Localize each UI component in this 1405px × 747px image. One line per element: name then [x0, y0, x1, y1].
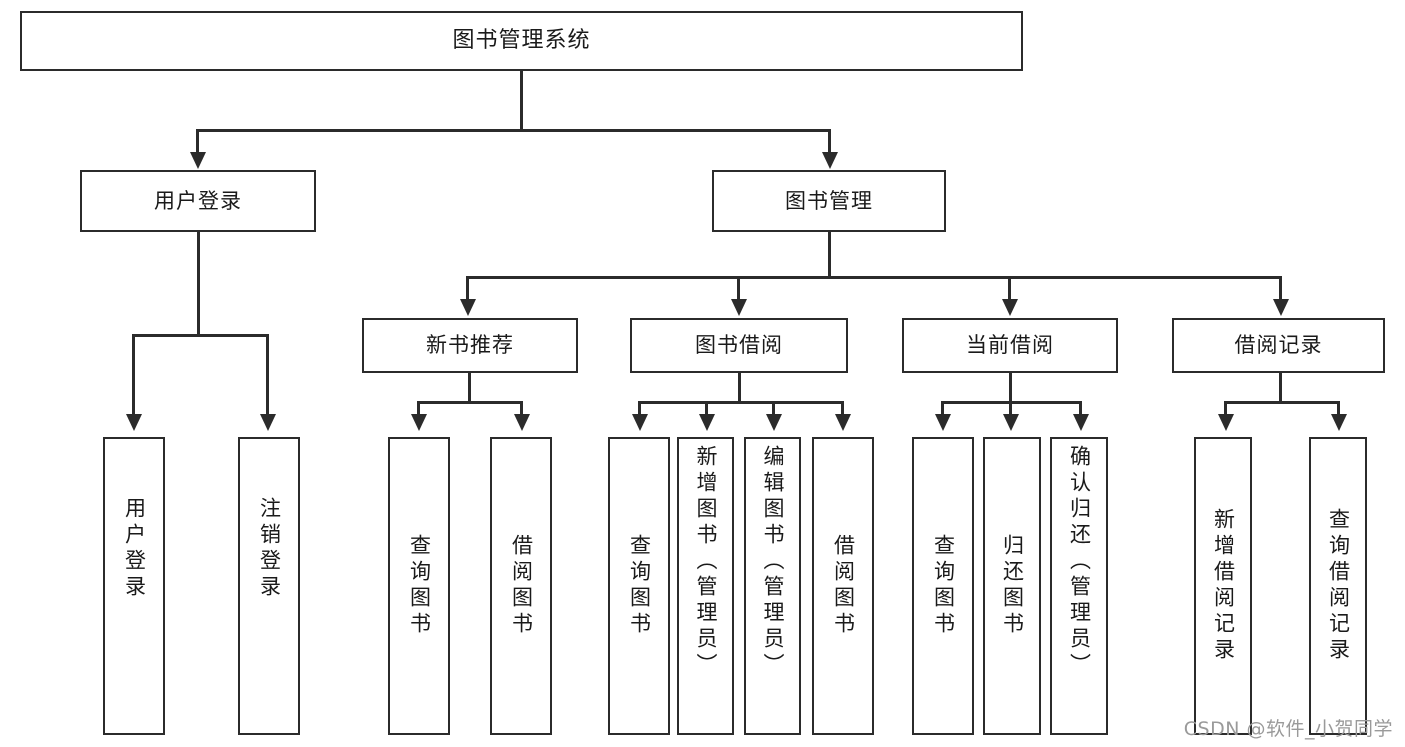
node-label: 图书管理系统: [452, 28, 591, 54]
node-current-borrow[interactable]: 当前借阅: [902, 318, 1118, 373]
node-label: 借阅记录: [1234, 333, 1323, 358]
connector-root-stem: [520, 71, 523, 129]
connector-drop-user-login-leaf1: [132, 334, 135, 416]
leaf-label: 查询借阅记录: [1326, 508, 1351, 664]
arrow-to-book-borrow: [731, 299, 747, 316]
leaf-br-query-record[interactable]: 查询借阅记录: [1309, 437, 1367, 735]
connector-book-management-stem: [828, 232, 831, 278]
connector-drop-new-book: [466, 276, 469, 302]
arrow-to-leaf-br-query-record: [1331, 414, 1347, 431]
leaf-bb-borrow-book[interactable]: 借阅图书: [812, 437, 874, 735]
leaf-nb-query-book[interactable]: 查询图书: [388, 437, 450, 735]
connector-drop-nb-leaf2: [520, 401, 523, 417]
leaf-user-login[interactable]: 用户登录: [103, 437, 165, 735]
leaf-nb-borrow-book[interactable]: 借阅图书: [490, 437, 552, 735]
arrow-to-leaf-cb-return-book: [1003, 414, 1019, 431]
connector-drop-current-borrow: [1008, 276, 1011, 302]
node-root-book-management-system[interactable]: 图书管理系统: [20, 11, 1023, 71]
node-label: 图书借阅: [695, 333, 783, 358]
connector-drop-borrow-record: [1279, 276, 1282, 302]
node-book-management[interactable]: 图书管理: [712, 170, 946, 232]
leaf-label: 用户登录: [122, 497, 147, 601]
leaf-cb-query-book[interactable]: 查询图书: [912, 437, 974, 735]
leaf-label: 注销登录: [257, 497, 282, 601]
arrow-to-user-login: [190, 152, 206, 169]
arrow-to-leaf-bb-edit-book: [766, 414, 782, 431]
node-new-book-recommend[interactable]: 新书推荐: [362, 318, 578, 373]
leaf-bb-edit-book[interactable]: 编辑图书（管理员）: [744, 437, 801, 735]
arrow-to-leaf-bb-add-book: [699, 414, 715, 431]
connector-book-borrow-stem: [738, 373, 741, 403]
leaf-logout[interactable]: 注销登录: [238, 437, 300, 735]
node-label: 当前借阅: [966, 333, 1054, 358]
arrow-to-borrow-record: [1273, 299, 1289, 316]
arrow-to-leaf-nb-query-book: [411, 414, 427, 431]
connector-drop-user-login-leaf2: [266, 334, 269, 416]
connector-drop-cb-leaf3: [1079, 401, 1082, 417]
connector-level2-drop-book-management: [828, 129, 831, 155]
node-label: 用户登录: [154, 188, 242, 213]
connector-level2-bus: [196, 129, 831, 132]
arrow-to-leaf-cb-query-book: [935, 414, 951, 431]
connector-drop-book-borrow: [737, 276, 740, 302]
node-borrow-record[interactable]: 借阅记录: [1172, 318, 1385, 373]
connector-drop-cb-leaf1: [941, 401, 944, 417]
connector-level3-bus: [466, 276, 1282, 279]
leaf-label: 确认归还（管理员）: [1067, 445, 1092, 679]
arrow-to-leaf-bb-borrow-book: [835, 414, 851, 431]
connector-drop-cb-leaf2: [1009, 401, 1012, 417]
connector-drop-br-leaf2: [1337, 401, 1340, 417]
leaf-bb-add-book[interactable]: 新增图书（管理员）: [677, 437, 734, 735]
leaf-label: 查询图书: [627, 534, 652, 638]
connector-drop-bb-leaf1: [638, 401, 641, 417]
arrow-to-leaf-bb-query-book: [632, 414, 648, 431]
connector-current-borrow-stem: [1009, 373, 1012, 403]
arrow-to-book-management: [822, 152, 838, 169]
connector-borrow-record-stem: [1279, 373, 1282, 403]
arrow-to-leaf-logout: [260, 414, 276, 431]
arrow-to-leaf-br-add-record: [1218, 414, 1234, 431]
connector-drop-nb-leaf1: [417, 401, 420, 417]
connector-drop-bb-leaf2: [705, 401, 708, 417]
leaf-br-add-record[interactable]: 新增借阅记录: [1194, 437, 1252, 735]
leaf-label: 归还图书: [1000, 534, 1025, 638]
connector-level2-drop-user-login: [196, 129, 199, 155]
node-user-login[interactable]: 用户登录: [80, 170, 316, 232]
leaf-cb-return-book[interactable]: 归还图书: [983, 437, 1041, 735]
connector-new-book-stem: [468, 373, 471, 403]
arrow-to-new-book-recommend: [460, 299, 476, 316]
leaf-label: 编辑图书（管理员）: [761, 445, 785, 679]
leaf-label: 新增图书（管理员）: [694, 445, 718, 679]
connector-drop-br-leaf1: [1224, 401, 1227, 417]
connector-drop-bb-leaf4: [841, 401, 844, 417]
connector-borrow-record-bus: [1224, 401, 1340, 404]
node-book-borrow[interactable]: 图书借阅: [630, 318, 848, 373]
leaf-bb-query-book[interactable]: 查询图书: [608, 437, 670, 735]
node-label: 图书管理: [785, 188, 873, 213]
watermark-text: CSDN @软件_小贺同学: [1183, 718, 1393, 740]
leaf-label: 新增借阅记录: [1211, 508, 1236, 664]
arrow-to-current-borrow: [1002, 299, 1018, 316]
connector-user-login-bus: [132, 334, 268, 337]
leaf-label: 查询图书: [407, 534, 432, 638]
connector-book-borrow-bus: [638, 401, 844, 404]
node-label: 新书推荐: [426, 333, 514, 358]
leaf-cb-confirm-return[interactable]: 确认归还（管理员）: [1050, 437, 1108, 735]
leaf-label: 查询图书: [931, 534, 956, 638]
arrow-to-leaf-nb-borrow-book: [514, 414, 530, 431]
leaf-label: 借阅图书: [509, 534, 534, 638]
arrow-to-leaf-user-login: [126, 414, 142, 431]
connector-user-login-stem: [197, 232, 200, 336]
connector-drop-bb-leaf3: [772, 401, 775, 417]
leaf-label: 借阅图书: [831, 534, 856, 638]
arrow-to-leaf-cb-confirm-return: [1073, 414, 1089, 431]
connector-new-book-bus: [417, 401, 523, 404]
